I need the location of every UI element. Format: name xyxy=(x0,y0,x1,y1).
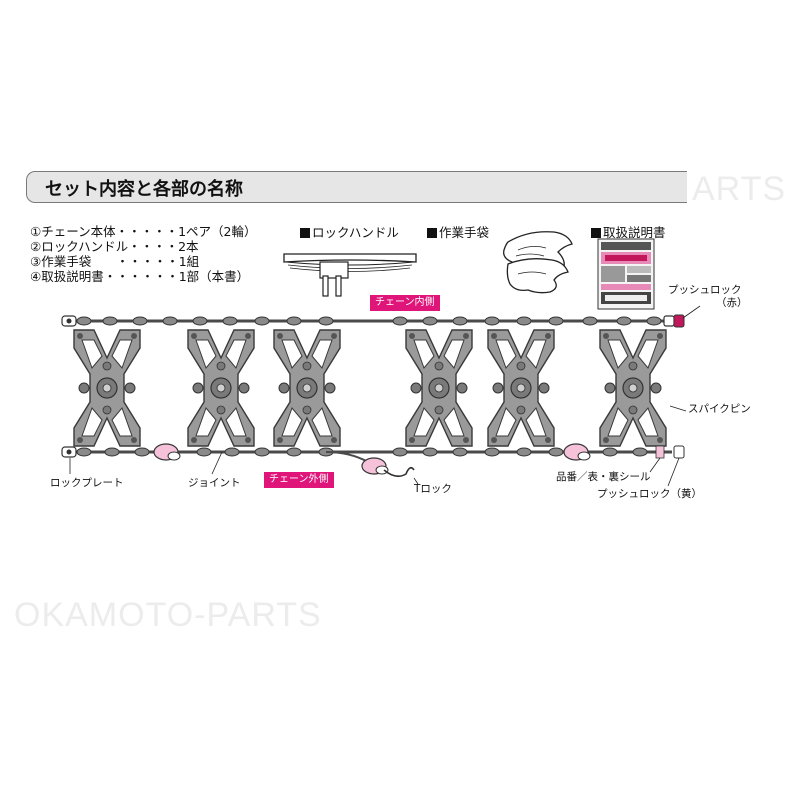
joint-left xyxy=(153,443,181,461)
lock-handle-heading: ロックハンドル xyxy=(300,222,399,241)
push-lock-yellow-callout: プッシュロック（黄） xyxy=(597,488,702,500)
section-title: セット内容と各部の名称 xyxy=(45,179,243,200)
contents-item-gloves: ③作業手袋 ・・・・・1組 xyxy=(30,254,200,269)
chain-panel xyxy=(269,325,345,451)
contents-item-chain: ①チェーン本体・・・・・1ペア（2輪） xyxy=(30,224,257,239)
spike-pin-callout: スパイクピン xyxy=(688,403,751,415)
chain-panel xyxy=(69,325,145,451)
gloves-heading-text: 作業手袋 xyxy=(439,225,490,240)
push-lock-yellow xyxy=(673,445,685,459)
chain-panel xyxy=(401,325,477,451)
lock-handle-illustration xyxy=(283,253,417,297)
set-contents-list: ①チェーン本体・・・・・1ペア（2輪） ②ロックハンドル・・・・2本 ③作業手袋… xyxy=(30,224,257,284)
square-bullet-icon xyxy=(427,228,437,238)
chain-inner-label: チェーン内側 xyxy=(370,295,440,311)
seal-callout: 品番／表・裏シール xyxy=(556,471,651,483)
contents-item-manual: ④取扱説明書・・・・・・1部（本書） xyxy=(30,269,250,284)
chain-outer-label: チェーン外側 xyxy=(264,472,334,488)
watermark-bottom: OKAMOTO-PARTS xyxy=(14,596,322,634)
section-title-bar: セット内容と各部の名称 xyxy=(26,171,687,203)
contents-item-lock-handle: ②ロックハンドル・・・・2本 xyxy=(30,239,199,254)
chain-panel xyxy=(483,325,559,451)
manual-illustration xyxy=(597,238,655,310)
push-lock-red-color: （赤） xyxy=(716,297,748,309)
t-lock-callout: Tロック xyxy=(414,483,452,495)
manual-heading-text: 取扱説明書 xyxy=(603,225,666,240)
manual-heading: 取扱説明書 xyxy=(591,222,666,241)
chain-panel xyxy=(183,325,259,451)
push-lock-red-callout: プッシュロック xyxy=(668,284,742,296)
joint-callout: ジョイント xyxy=(188,477,241,489)
lock-plate-callout: ロックプレート xyxy=(50,477,124,489)
square-bullet-icon xyxy=(591,228,601,238)
chain-panel xyxy=(595,325,671,451)
lock-handle-heading-text: ロックハンドル xyxy=(312,225,399,240)
square-bullet-icon xyxy=(300,228,310,238)
push-lock-red xyxy=(673,314,685,328)
watermark-top: ARTS xyxy=(692,170,787,208)
gloves-illustration xyxy=(503,231,573,294)
joint-right xyxy=(563,443,591,461)
gloves-heading: 作業手袋 xyxy=(427,222,489,241)
seal-tag xyxy=(655,445,665,459)
t-lock xyxy=(325,451,415,478)
